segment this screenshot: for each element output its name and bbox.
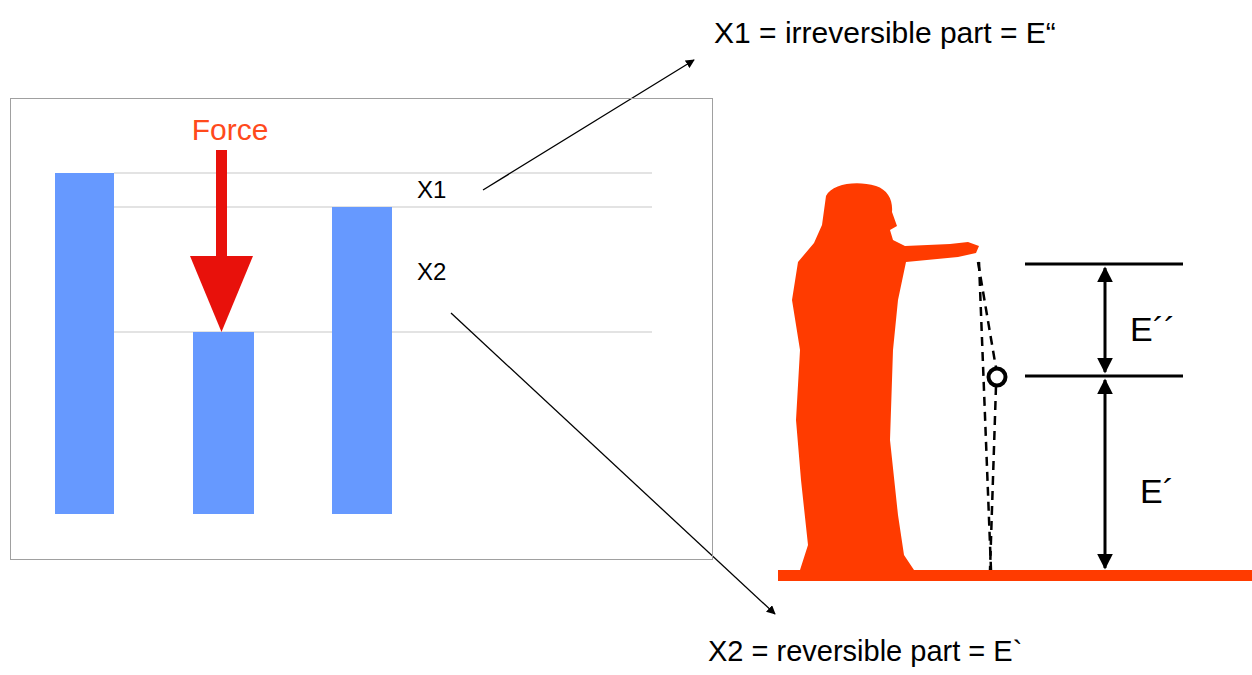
bar-unloaded (55, 173, 114, 514)
energy-label: E´ (1140, 472, 1174, 511)
energy-label: E´´ (1130, 310, 1175, 349)
annotation: X2 = reversible part = E` (708, 635, 1022, 668)
ball (989, 369, 1006, 386)
person-silhouette (792, 183, 979, 570)
frame-box: ForceX1X2 (10, 98, 713, 560)
leader-arrow (451, 313, 775, 614)
bar-released (332, 207, 392, 514)
level-label: X1 (417, 176, 446, 204)
bar-loaded (193, 332, 254, 514)
height-levels (1025, 264, 1183, 568)
leader-arrow (483, 60, 694, 190)
force-label: Force (192, 113, 269, 148)
ground (778, 570, 1252, 581)
annotation: X1 = irreversible part = E“ (714, 16, 1056, 51)
dashed-line (979, 262, 991, 570)
dashed-line (990, 386, 996, 570)
force-arrow (190, 150, 253, 332)
level-label: X2 (417, 258, 446, 286)
